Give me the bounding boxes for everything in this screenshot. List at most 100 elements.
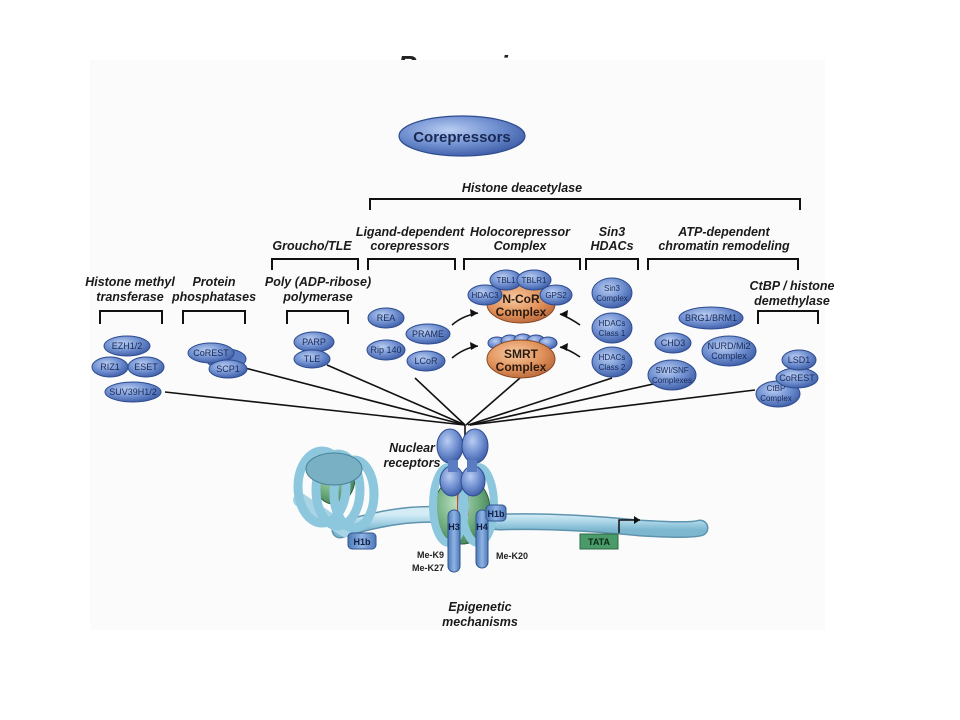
ligand-header-line2: corepressors <box>370 239 449 253</box>
epigenetic-line2: mechanisms <box>442 615 518 629</box>
pp-header-line2: phosphatases <box>171 290 256 304</box>
epigenetic-line1: Epigenetic <box>448 600 511 614</box>
ncor-complex: N-CoR Complex <box>486 284 556 324</box>
protein-hdac-class2: HDACs Class 2 <box>591 346 633 378</box>
prame-label: PRAME <box>412 329 444 339</box>
ctbpc-label-line2: Complex <box>760 394 792 403</box>
suv-label: SUV39H1/2 <box>109 387 157 397</box>
ncor-label-line1: N-CoR <box>502 292 540 306</box>
ezh-label: EZH1/2 <box>112 341 143 351</box>
rea-label: REA <box>377 313 396 323</box>
nuclear-receptors-line2: receptors <box>384 456 441 470</box>
corepressors-label: Corepressors <box>413 129 511 146</box>
protein-tblr1: TBLR1 <box>516 269 552 291</box>
tblr1-label: TBLR1 <box>522 276 547 285</box>
scp1-label: SCP1 <box>216 364 240 374</box>
histone-deacetylase-bracket <box>369 198 801 210</box>
protein-prame: PRAME <box>405 323 451 345</box>
tle-label: TLE <box>304 354 321 364</box>
protein-eset: ESET <box>127 356 165 378</box>
nurd-label-line1: NURD/Mi2 <box>707 341 750 351</box>
protein-ezh: EZH1/2 <box>103 335 151 357</box>
h1b-left-label: H1b <box>353 537 371 547</box>
protein-parp: PARP <box>293 331 335 353</box>
hdac2-label-line2: Class 2 <box>599 363 626 372</box>
protein-rea: REA <box>367 307 405 329</box>
protein-corest2: CoREST <box>775 367 819 389</box>
chd3-label: CHD3 <box>661 338 686 348</box>
protein-swisnf: SWI/SNF Complexes <box>647 359 697 391</box>
parp-header-line1: Poly (ADP-ribose) <box>265 275 371 289</box>
tbl1-label: TBL1 <box>496 276 516 285</box>
sin3-header-line2: HDACs <box>590 239 633 253</box>
hdac2-label-line1: HDACs <box>599 353 626 362</box>
protein-sin3-complex: Sin3 Complex <box>591 277 633 309</box>
connector-lines <box>164 364 756 437</box>
rip140-label: Rip 140 <box>370 345 401 355</box>
arrowheads <box>470 309 568 351</box>
hmt-header-line1: Histone methyl <box>85 275 175 289</box>
h3-label: H3 <box>448 522 460 532</box>
groucho-header: Groucho/TLE <box>272 239 352 253</box>
ctbp-header-line1: CtBP / histone <box>750 279 835 293</box>
lcor-label: LCoR <box>414 356 438 366</box>
nuclear-receptors-line1: Nuclear <box>389 441 436 455</box>
nucleosome-left: H1b <box>293 446 379 550</box>
protein-rip140: Rip 140 <box>366 339 406 361</box>
protein-brg: BRG1/BRM1 <box>678 306 744 330</box>
protein-scp1: SCP1 <box>208 359 248 379</box>
riz1-label: RIZ1 <box>100 362 120 372</box>
protein-lsd1: LSD1 <box>781 349 817 371</box>
ctbp-header-line2: demethylase <box>754 294 830 308</box>
parp-label: PARP <box>302 337 326 347</box>
mek9-label: Me-K9 <box>417 550 444 560</box>
corepressors-node: Corepressors <box>398 115 526 157</box>
sin3c-label-line2: Complex <box>596 294 628 303</box>
pp-header-line1: Protein <box>192 275 235 289</box>
eset-label: ESET <box>134 362 158 372</box>
protein-hdac-class1: HDACs Class 1 <box>591 312 633 344</box>
corest2-label: CoREST <box>779 373 815 383</box>
protein-tle: TLE <box>293 349 331 369</box>
tata-box: TATA <box>579 516 640 550</box>
h1b-right-label: H1b <box>487 509 505 519</box>
ctbpc-label-line1: CtBP <box>767 384 786 393</box>
tata-label: TATA <box>588 537 610 547</box>
h4-label: H4 <box>476 522 488 532</box>
holo-header-line1: Holocorepressor <box>470 225 571 239</box>
group-brackets <box>99 258 819 324</box>
protein-suv: SUV39H1/2 <box>104 381 162 403</box>
mek27-label: Me-K27 <box>412 563 444 573</box>
lsd1-label: LSD1 <box>788 355 811 365</box>
sin3-header-line1: Sin3 <box>599 225 625 239</box>
parp-header-line2: polymerase <box>282 290 353 304</box>
corest1-label: CoREST <box>193 348 229 358</box>
swi-label-line1: SWI/SNF <box>655 366 688 375</box>
protein-chd3: CHD3 <box>654 332 692 354</box>
protein-gps2: GPS2 <box>539 284 573 306</box>
hdac1-label-line2: Class 1 <box>599 329 626 338</box>
smrt-complex: SMRT Complex <box>486 333 558 379</box>
sin3c-label-line1: Sin3 <box>604 284 621 293</box>
gps2-label: GPS2 <box>545 291 567 300</box>
histone-deacetylase-label: Histone deacetylase <box>462 181 582 195</box>
holo-header-line2: Complex <box>494 239 548 253</box>
central-nucleosome: H3 H4 H1b <box>429 428 507 573</box>
hdac3-label: HDAC3 <box>471 291 499 300</box>
smrt-label-line1: SMRT <box>504 347 539 361</box>
protein-lcor: LCoR <box>406 350 446 372</box>
brg-label: BRG1/BRM1 <box>685 313 737 323</box>
protein-hdac3: HDAC3 <box>467 284 503 306</box>
nurd-label-line2: Complex <box>711 351 747 361</box>
ligand-header-line1: Ligand-dependent <box>356 225 465 239</box>
hmt-header-line2: transferase <box>96 290 163 304</box>
atp-header-line2: chromatin remodeling <box>658 239 790 253</box>
protein-riz1: RIZ1 <box>91 356 129 378</box>
mek20-label: Me-K20 <box>496 551 528 561</box>
ncor-label-line2: Complex <box>496 305 547 319</box>
swi-label-line2: Complexes <box>652 376 692 385</box>
hdac1-label-line1: HDACs <box>599 319 626 328</box>
smrt-label-line2: Complex <box>496 360 547 374</box>
